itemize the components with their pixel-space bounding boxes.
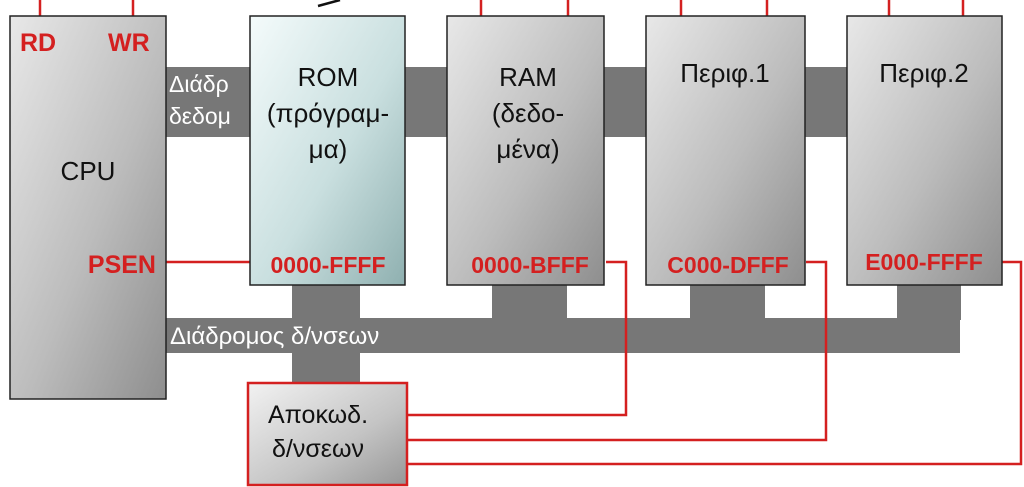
address-bus (165, 285, 961, 383)
ram-block (446, 15, 605, 286)
data-bus-label-line1: Διάδρ (169, 71, 229, 97)
decoder-label-line2: δ/νσεων (272, 435, 364, 463)
rom-block (249, 15, 406, 286)
arrow-fragment-icon (317, 0, 341, 8)
address-bus-label: Διάδρομος δ/νσεων (170, 323, 379, 350)
periph1-address-range: C000-DFFF (667, 252, 788, 278)
wr-label: WR (108, 29, 150, 57)
rom-subtitle-line1: (πρόγραμ- (267, 98, 389, 128)
control-lines (38, 0, 1023, 466)
decoder-block (246, 381, 409, 487)
cpu-label: CPU (61, 156, 116, 186)
psen-label: PSEN (88, 251, 156, 279)
periph2-address-range: E000-FFFF (865, 249, 983, 275)
rom-subtitle-line2: μα) (309, 134, 348, 164)
periph1-title: Περιφ.1 (680, 58, 769, 88)
data-bus-label-line2: δεδομ (169, 103, 231, 129)
rom-title: ROM (298, 62, 359, 92)
periph2-block (846, 15, 1003, 286)
ram-subtitle-line2: μένα) (496, 134, 559, 164)
rd-label: RD (20, 29, 56, 57)
rom-address-range: 0000-FFFF (270, 252, 385, 278)
periph2-title: Περιφ.2 (879, 58, 968, 88)
decoder-label-line1: Αποκωδ. (268, 401, 368, 429)
ram-title: RAM (499, 62, 557, 92)
ram-address-range: 0000-BFFF (471, 252, 589, 278)
periph1-block (645, 15, 806, 286)
cpu-block (9, 15, 167, 400)
ram-subtitle-line1: (δεδο- (492, 98, 564, 128)
